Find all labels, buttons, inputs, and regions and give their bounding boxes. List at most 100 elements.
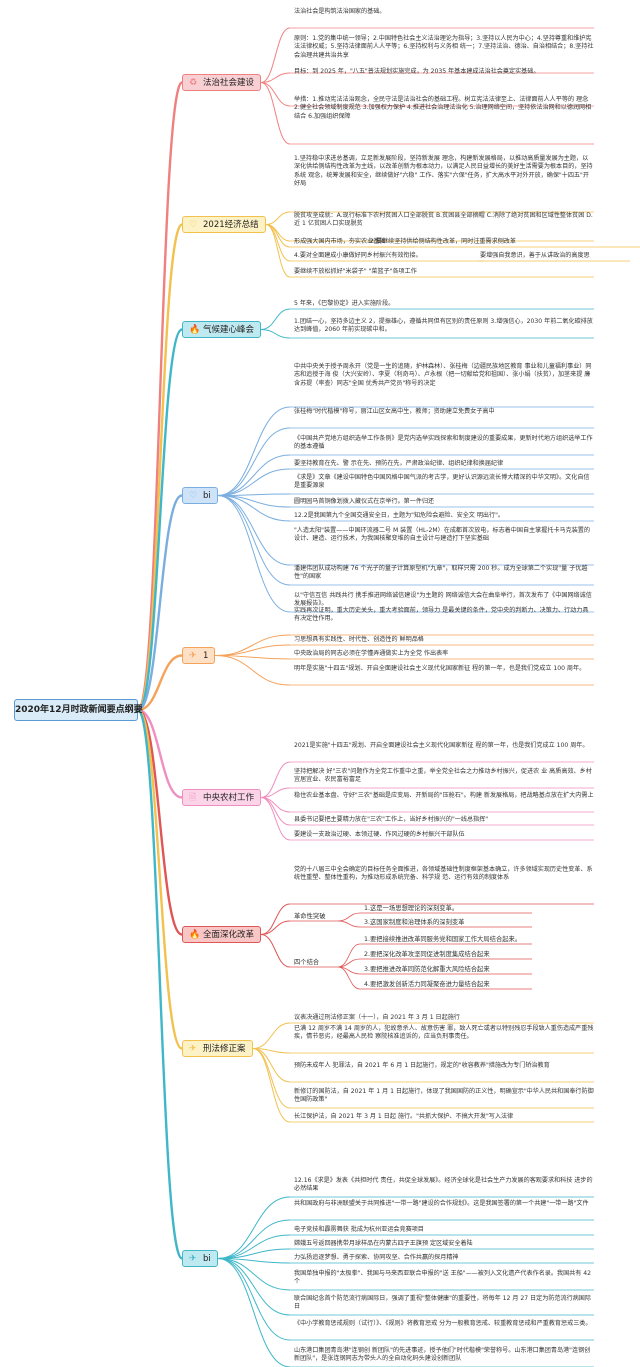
branch-node[interactable]: ✈刑法修正案 bbox=[182, 1040, 253, 1057]
branch-node[interactable]: 🔥气候建心峰会 bbox=[182, 321, 262, 338]
leaf-text: 2021是实施"十四五"规划、开启全面建设社会主义现代化国家新征 程的第一年，也… bbox=[294, 742, 589, 749]
sub-connector bbox=[337, 912, 361, 922]
leaf-text: 预防未成年人 犯罪法，自 2021 年 6 月 1 日起施行，规定的"收容教养"… bbox=[294, 1062, 550, 1069]
leaf-connector bbox=[260, 82, 291, 107]
leaf-text: 中央政治局的同志必须在学懂弄通做实上为全党 作出表率 bbox=[294, 650, 449, 657]
leaf-text: 县委书记要把主要精力放在"三农"工作上，当好乡村振兴的"一线总指挥" bbox=[294, 816, 489, 823]
leaf-text: 1.团结一心，坚持多边主义 2，提振雄心，遵循共同但有区别的责任原则 3.增强信… bbox=[294, 318, 593, 334]
leaf-connector bbox=[217, 1219, 291, 1259]
branch-node[interactable]: ♡ 2021经济总结 bbox=[182, 216, 266, 233]
leaf-connector bbox=[217, 1258, 291, 1316]
branch-label: 中央农村工作 bbox=[203, 793, 255, 803]
branch-node[interactable]: ♡bi bbox=[182, 487, 218, 504]
branch-label: 2021经济总结 bbox=[203, 220, 259, 230]
leaf-connector bbox=[265, 224, 291, 262]
leaf-text: 实践再次证明，重大历史关头，重大考验面前，领导力 是最关键的条件，党中央的判断力… bbox=[294, 607, 589, 623]
branch-node[interactable]: 🗎中央农村工作 bbox=[182, 789, 262, 806]
leaf-text: 新修订的国防法，自 2021 年 1 月 1 日起施行，体现了我国国防的正义性，… bbox=[294, 1088, 594, 1104]
leaf-text: 1.坚持稳中求进总基调，立足新发展阶段，坚持新发展 理念，构建新发展格局，以推动… bbox=[294, 155, 593, 188]
group-connector bbox=[260, 934, 291, 968]
branch-node[interactable]: ✈1 bbox=[182, 647, 216, 664]
flame-icon: 🔥 bbox=[189, 325, 201, 335]
leaf-text: 12.2是我国第九个全国交通安全日，主题为"知危险会避险、安全文 明出行"。 bbox=[294, 512, 505, 519]
leaf-connector bbox=[252, 1048, 291, 1109]
root-topic-label: 2020年12月时政新闻要点纲要 bbox=[15, 705, 143, 715]
leaf-connector bbox=[217, 427, 291, 496]
leaf-text: 4.要对全面建成小康做好同乡村振兴有效衔接。 bbox=[294, 252, 422, 259]
leaf-connector bbox=[260, 761, 291, 798]
leaf-connector bbox=[265, 211, 291, 225]
leaf-connector bbox=[217, 1258, 291, 1264]
leaf-connector bbox=[260, 308, 291, 330]
leaf-text: 《求是》文章《建设中国特色中国风格中国气派的考古学，更好认识源远流长博大精深的中… bbox=[294, 474, 590, 490]
leaf-text: 力弘扬追逐梦想、勇于探索、协同攻坚、合作共赢的探月精神 bbox=[294, 1254, 459, 1261]
branch-connector bbox=[137, 654, 183, 712]
leaf-connector bbox=[217, 495, 291, 586]
sub-item-text: 3.要把推进改革同防范化解重大风险结合起来 bbox=[364, 966, 490, 973]
leaf-connector bbox=[217, 406, 291, 496]
leaf-text: 坚持把解决 好"三农"问题作为全党工作重中之重，举全党全社会之力推动乡村振兴，促… bbox=[294, 768, 592, 784]
leaf-text: 要建设一支政治过硬、本领过硬、作风过硬的乡村振兴干部队伍 bbox=[294, 831, 465, 838]
paper-plane-icon: ✈ bbox=[189, 651, 197, 661]
branch-connector bbox=[136, 708, 184, 1260]
branch-label: bi bbox=[203, 491, 211, 501]
leaf-text: 12.16《求是》发表《共担时代 责任，共促全球发展》。经济全球化是社会生产力发… bbox=[294, 1177, 593, 1193]
leaf-connector bbox=[265, 224, 291, 278]
branch-node[interactable]: ✈bi bbox=[182, 1250, 218, 1267]
leaf-text: 要继续不放松抓好"米袋子" "菜篮子"各项工作 bbox=[294, 268, 417, 275]
leaf-text: 以"守信互信 共践共行 携手推进网络诚信建设"为主题的 网络诚信大会在曲阜举行，… bbox=[294, 592, 592, 608]
branch-connector bbox=[136, 81, 184, 712]
leaf-text: 要坚持教育在先、警 示在先、预防在先，严肃政治纪律、组织纪律和换届纪律 bbox=[294, 460, 504, 467]
leaf-text: 长江保护法，自 2021 年 3 月 1 日起 施行。"共抓大保护、不搞大开发"… bbox=[294, 1113, 514, 1120]
leaf-text: 我国单独申报的"太极拳"、我国与马来西亚联合申报的"送 王船"——被列入文化遗产… bbox=[294, 1270, 592, 1286]
recycle-icon: ♻ bbox=[189, 78, 198, 88]
leaf-text: 议表决通过刑法修正案（十一），自 2021 年 3 月 1 日起施行 bbox=[294, 1014, 460, 1021]
leaf-connector bbox=[217, 495, 291, 522]
leaf-connector bbox=[214, 644, 291, 656]
leaf-connector bbox=[217, 1258, 291, 1367]
leaf-text: 稳住农业基本盘、守好"三农"基础是应变局、开新局的"压舱石"。构建 新发展格局，… bbox=[294, 792, 594, 799]
leaf-connector bbox=[217, 495, 291, 613]
leaf-text: 目标：到 2025 年，"八五"普法规划实施完成，为 2035 年基本建成法治社… bbox=[294, 68, 540, 75]
leaf-connector bbox=[260, 82, 291, 145]
leaf-connector bbox=[217, 495, 291, 508]
leaf-text: 张桂梅"时代楷模"称号，丽江山区女高中生，教师；资助建立免费女子高中 bbox=[294, 408, 495, 415]
sub-connector bbox=[337, 920, 361, 928]
leaf-connector bbox=[217, 1196, 291, 1259]
leaf-text: 共和国政府与非洲联盟关于共同推进"一带一路"建设的合作规划》。这是我国签署的第一… bbox=[294, 1200, 589, 1207]
leaf-text: 脱贫攻坚成就：A.现行标准下农村贫困人口全部脱贫 B.贫困县全部摘帽 C.消除了… bbox=[294, 212, 593, 228]
group-label: 四个结合 bbox=[294, 959, 320, 966]
sub-item-text: 4.要把激发创新活力同凝聚奋进力量结合起来 bbox=[364, 981, 490, 988]
leaf-connector bbox=[260, 797, 291, 841]
leaf-text: 已满 12 周岁不满 14 周岁的人，犯故意杀人、故意伤害 罪，致人死亡或者以特… bbox=[294, 1025, 594, 1041]
sub-item-text: 1.这是一场思想理论的深刻变革。 bbox=[364, 905, 459, 912]
branch-label: 气候建心峰会 bbox=[203, 325, 255, 335]
leaf-connector bbox=[252, 1048, 291, 1123]
leaf-text: 原则：1.党的集中统一领导；2.中国特色社会主义法治理论为指导；3.坚持以人民为… bbox=[294, 35, 594, 59]
leaf-text: 圆明园马首铜像划拨入藏仪式在京举行。第一件归还 bbox=[294, 498, 435, 505]
leaf-text: "人造太阳"装置——中国环流器二号 M 装置（HL-2M）在成都首次放电，标志着… bbox=[294, 527, 590, 543]
branch-label: bi bbox=[203, 1254, 211, 1264]
leaf-connector bbox=[260, 787, 291, 798]
leaf-text: 电子竞技和霹雳舞获 批成为杭州亚运会竞赛项目 bbox=[294, 1226, 424, 1233]
leaf-text: 《中国共产党地方组织选举工作条例》是党内选举实践探索和制度建设的重要成果，更新时… bbox=[294, 435, 593, 451]
leaf-connector bbox=[260, 27, 291, 83]
leaf-text: 嫦娥五号返回器携带月球样品在内蒙古四子王旗预 定区域安全着陆 bbox=[294, 1240, 473, 1247]
leaf-connector bbox=[217, 1258, 291, 1291]
branch-connector bbox=[136, 328, 184, 712]
heart-icon: ♡ bbox=[189, 220, 198, 230]
leaf-text: 5 年来，《巴黎协定》进入实施阶段。 bbox=[294, 300, 395, 307]
branch-connector bbox=[137, 708, 183, 799]
branch-connector bbox=[137, 708, 183, 936]
root-topic[interactable]: 2020年12月时政新闻要点纲要 bbox=[14, 699, 143, 721]
paper-plane-icon: ✈ bbox=[189, 1044, 197, 1054]
sub-connector bbox=[337, 966, 361, 990]
group-label: 革命性突破 bbox=[294, 913, 326, 920]
group-connector bbox=[260, 920, 291, 935]
branch-node[interactable]: ♻法治社会建设 bbox=[182, 74, 262, 91]
leaf-connector bbox=[217, 454, 291, 496]
flame-icon: 🔥 bbox=[189, 930, 201, 940]
branch-node[interactable]: 🔥全面深化改革 bbox=[182, 926, 262, 943]
leaf-text: 要增强自我意识，善于从讲政治的高度思 bbox=[480, 252, 590, 259]
leaf-text: 形成强大国内市场，夯实农业基础 bbox=[294, 238, 386, 245]
